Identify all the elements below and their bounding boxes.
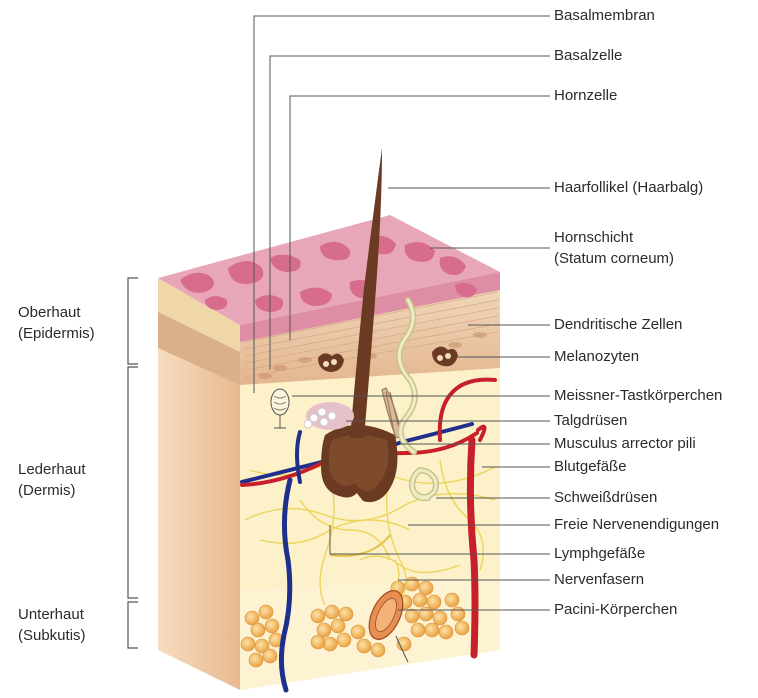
label-talgdruesen: Talgdrüsen (554, 412, 627, 430)
label-meissner-tastkoerperchen: Meissner-Tastkörperchen (554, 387, 722, 405)
layer-label-lederhaut: Lederhaut (18, 459, 86, 480)
label-blutgefaesse: Blutgefäße (554, 458, 627, 476)
label-stratum-corneum: (Statum corneum) (554, 250, 674, 268)
label-hornschicht: Hornschicht (554, 229, 633, 247)
label-nervenfasern: Nervenfasern (554, 571, 644, 589)
layer-label-subkutis: (Subkutis) (18, 625, 86, 646)
label-lymphgefaesse: Lymphgefäße (554, 545, 645, 563)
label-hornzelle: Hornzelle (554, 87, 617, 105)
layer-label-oberhaut: Oberhaut (18, 302, 81, 323)
label-melanozyten: Melanozyten (554, 348, 639, 366)
label-basalzelle: Basalzelle (554, 47, 622, 65)
label-haarfollikel: Haarfollikel (Haarbalg) (554, 179, 703, 197)
layer-label-unterhaut: Unterhaut (18, 604, 84, 625)
layer-brackets (128, 278, 138, 648)
label-basalmembran: Basalmembran (554, 7, 655, 25)
label-musculus-arrector-pili: Musculus arrector pili (554, 435, 696, 453)
layer-label-epidermis: (Epidermis) (18, 323, 95, 344)
label-freie-nervenendigungen: Freie Nervenendigungen (554, 516, 719, 534)
label-pacini-koerperchen: Pacini-Körperchen (554, 601, 677, 619)
label-schweissdruesen: Schweißdrüsen (554, 489, 657, 507)
layer-label-dermis: (Dermis) (18, 480, 76, 501)
label-dendritische-zellen: Dendritische Zellen (554, 316, 682, 334)
